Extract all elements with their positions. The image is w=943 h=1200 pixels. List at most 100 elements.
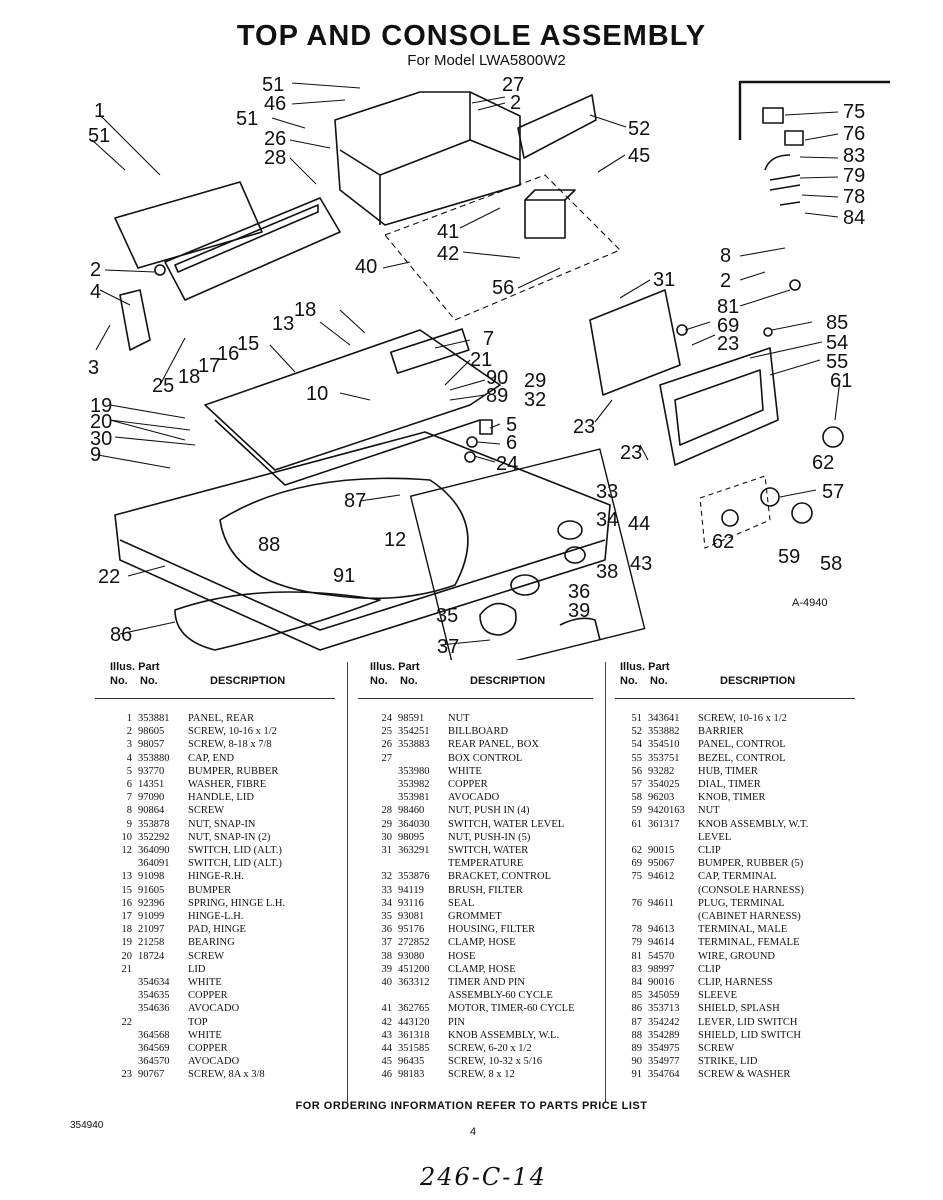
part-number: 93081 (398, 911, 425, 923)
part-description: TOP (188, 1016, 208, 1028)
illus-number: 28 (381, 805, 393, 817)
svg-text:38: 38 (596, 561, 618, 583)
part-description: KNOB ASSEMBLY, W.L. (448, 1029, 560, 1041)
part-description: REAR PANEL, BOX (448, 739, 539, 751)
svg-text:81: 81 (717, 296, 739, 318)
model-subtitle: For Model LWA5800W2 (407, 52, 566, 69)
illus-number: 37 (381, 937, 393, 949)
illus-number: 34 (381, 897, 393, 909)
part-number: 97090 (138, 792, 165, 804)
part-number: 353878 (138, 818, 170, 830)
part-description: MOTOR, TIMER-60 CYCLE (448, 1003, 575, 1015)
svg-text:3: 3 (88, 357, 99, 379)
illus-number: 85 (631, 990, 643, 1002)
svg-text:16: 16 (217, 343, 239, 365)
svg-text:2: 2 (510, 92, 521, 114)
illus-number: 8 (126, 805, 132, 817)
illus-number: 39 (381, 963, 393, 975)
part-description: HUB, TIMER (698, 765, 758, 777)
part-description: KNOB, TIMER (698, 792, 766, 804)
part-description: BUMPER, RUBBER (5) (698, 858, 804, 870)
svg-text:55: 55 (826, 351, 848, 373)
svg-text:76: 76 (843, 123, 865, 145)
illus-number: 3 (126, 739, 132, 751)
part-number: 21097 (138, 924, 165, 936)
svg-text:2: 2 (720, 270, 731, 292)
table-row: (CABINET HARNESS) (620, 910, 808, 923)
part-number: 94612 (648, 871, 675, 883)
part-number: 54570 (648, 950, 675, 962)
svg-text:46: 46 (264, 93, 286, 115)
illus-number: 25 (381, 726, 393, 738)
part-number: 364091 (138, 858, 170, 870)
svg-text:2: 2 (90, 259, 101, 281)
illus-number (370, 791, 398, 804)
illus-number: 40 (381, 977, 393, 989)
part-description: WIRE, GROUND (698, 950, 775, 962)
part-number: 18724 (138, 950, 165, 962)
illus-number: 35 (381, 911, 393, 923)
illus-number (110, 976, 138, 989)
svg-text:21: 21 (470, 349, 492, 371)
part-number: 90015 (648, 845, 675, 857)
part-number: 95067 (648, 858, 675, 870)
illus-number: 81 (631, 950, 643, 962)
svg-text:35: 35 (436, 605, 458, 627)
part-number: 98605 (138, 726, 165, 738)
table-row: TEMPERATURE (370, 857, 575, 870)
svg-text:5: 5 (506, 414, 517, 436)
svg-text:10: 10 (306, 383, 328, 405)
illus-number: 90 (631, 1056, 643, 1068)
svg-text:85: 85 (826, 312, 848, 334)
svg-text:19: 19 (90, 395, 112, 417)
part-number: 98095 (398, 831, 425, 843)
svg-text:23: 23 (620, 442, 642, 464)
part-number: 353880 (138, 752, 170, 764)
illus-number: 42 (381, 1016, 393, 1028)
part-description: KNOB ASSEMBLY, W.T. (698, 818, 809, 830)
part-description: PLUG, TERMINAL (698, 897, 785, 909)
illus-number: 79 (631, 937, 643, 949)
part-number: 91099 (138, 911, 165, 923)
svg-text:6: 6 (506, 432, 517, 454)
illus-number: 18 (121, 924, 133, 936)
washer-top-shape (114, 431, 611, 651)
part-number: 21258 (138, 937, 165, 949)
table-row: (CONSOLE HARNESS) (620, 884, 808, 897)
part-number (138, 1016, 188, 1029)
part-number: 354977 (648, 1056, 680, 1068)
part-description: BEARING (188, 937, 235, 949)
part-description: BOX CONTROL (448, 752, 523, 764)
page-title: TOP AND CONSOLE ASSEMBLY (236, 20, 707, 52)
svg-text:8: 8 (720, 245, 731, 267)
part-description: WHITE (188, 1029, 222, 1041)
svg-text:78: 78 (843, 186, 865, 208)
part-number: 354289 (648, 1029, 680, 1041)
illus-number (620, 831, 648, 844)
svg-text:79: 79 (843, 165, 865, 187)
part-number: 353876 (398, 871, 430, 883)
part-number (398, 989, 448, 1002)
part-description: AVOCADO (448, 792, 500, 804)
illus-number: 91 (631, 1069, 643, 1081)
svg-text:51: 51 (262, 74, 284, 96)
